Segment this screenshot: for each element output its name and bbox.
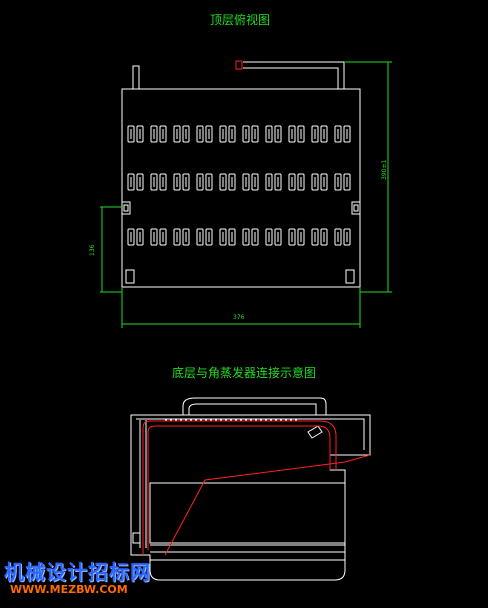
vent-slot xyxy=(297,228,305,246)
upper-pipe xyxy=(182,397,327,415)
vent-slot-grid xyxy=(127,125,351,246)
left-riser-pipe xyxy=(132,65,140,89)
vent-slot xyxy=(320,125,328,143)
red-pipe-outer xyxy=(142,420,337,555)
left-foot xyxy=(125,269,135,284)
vent-slot xyxy=(196,228,204,246)
vent-slot xyxy=(173,228,181,246)
vent-slot xyxy=(182,228,190,246)
vent-slot xyxy=(288,125,296,143)
vent-slot xyxy=(242,125,250,143)
vent-slot xyxy=(274,125,282,143)
vent-slot xyxy=(127,125,135,143)
vent-slot xyxy=(251,228,259,246)
top-view-dimensions xyxy=(100,61,392,328)
vent-slot xyxy=(182,173,190,191)
top-red-fitting xyxy=(235,60,243,70)
compressor-box xyxy=(149,482,346,544)
vent-slot xyxy=(205,228,213,246)
vent-slot xyxy=(297,125,305,143)
vent-slot xyxy=(343,125,351,143)
top-view-body xyxy=(121,88,361,288)
red-pipe-inner xyxy=(147,425,331,550)
vent-slot xyxy=(334,125,342,143)
left-clip xyxy=(121,201,131,215)
vent-slot xyxy=(343,173,351,191)
vent-slot xyxy=(173,125,181,143)
vent-slot xyxy=(265,228,273,246)
vent-slot xyxy=(311,173,319,191)
vent-slot xyxy=(251,173,259,191)
vent-slot xyxy=(219,228,227,246)
vent-slot xyxy=(334,173,342,191)
vent-slot xyxy=(288,228,296,246)
vent-slot xyxy=(196,173,204,191)
top-view xyxy=(121,60,361,288)
vent-slot xyxy=(182,125,190,143)
corner-bracket xyxy=(307,425,323,439)
vent-slot xyxy=(242,228,250,246)
site-watermark: 机械设计招标网 WWW.MEZBW.COM xyxy=(4,556,151,596)
vent-slot xyxy=(251,125,259,143)
vent-slot xyxy=(127,173,135,191)
vent-slot xyxy=(127,228,135,246)
vent-slot xyxy=(136,173,144,191)
vent-slot xyxy=(159,173,167,191)
vent-slot xyxy=(334,228,342,246)
vent-slot xyxy=(136,125,144,143)
height-dimension: 390±1 xyxy=(381,159,388,180)
top-connector-pipe xyxy=(243,61,345,89)
vent-slot xyxy=(228,173,236,191)
vent-slot xyxy=(150,125,158,143)
watermark-url: WWW.MEZBW.COM xyxy=(10,583,128,596)
left-dimension: 136 xyxy=(89,244,96,256)
bottom-left-fitting xyxy=(132,532,141,544)
refrigerant-pipes xyxy=(142,420,371,556)
vent-slot xyxy=(173,173,181,191)
vent-slot xyxy=(265,173,273,191)
vent-slot xyxy=(265,125,273,143)
vent-slot xyxy=(219,173,227,191)
vent-slot xyxy=(136,228,144,246)
vent-slot xyxy=(274,173,282,191)
bottom-view xyxy=(130,397,371,581)
vent-slot xyxy=(242,173,250,191)
top-view-title: 顶层俯视图 xyxy=(210,13,271,27)
width-dimension: 376 xyxy=(233,314,245,321)
vent-slot xyxy=(159,125,167,143)
vent-slot xyxy=(311,228,319,246)
right-clip xyxy=(351,201,361,215)
right-foot xyxy=(345,269,355,284)
watermark-text: 机械设计招标网 xyxy=(4,560,151,584)
vent-slot xyxy=(343,228,351,246)
vent-slot xyxy=(219,125,227,143)
vent-slot xyxy=(205,173,213,191)
vent-slot xyxy=(150,173,158,191)
red-diagonal-line xyxy=(164,454,371,556)
vent-slot xyxy=(150,228,158,246)
vent-slot xyxy=(288,173,296,191)
vent-slot xyxy=(311,125,319,143)
left-pipe xyxy=(139,420,147,548)
vent-slot xyxy=(228,228,236,246)
bottom-view-title: 底层与角蒸发器连接示意图 xyxy=(172,366,317,380)
vent-slot xyxy=(228,125,236,143)
vent-slot xyxy=(274,228,282,246)
vent-slot xyxy=(320,173,328,191)
vent-slot xyxy=(205,125,213,143)
vent-slot xyxy=(196,125,204,143)
vent-slot xyxy=(159,228,167,246)
vent-slot xyxy=(320,228,328,246)
vent-slot xyxy=(297,173,305,191)
cabinet-outline xyxy=(130,414,371,581)
